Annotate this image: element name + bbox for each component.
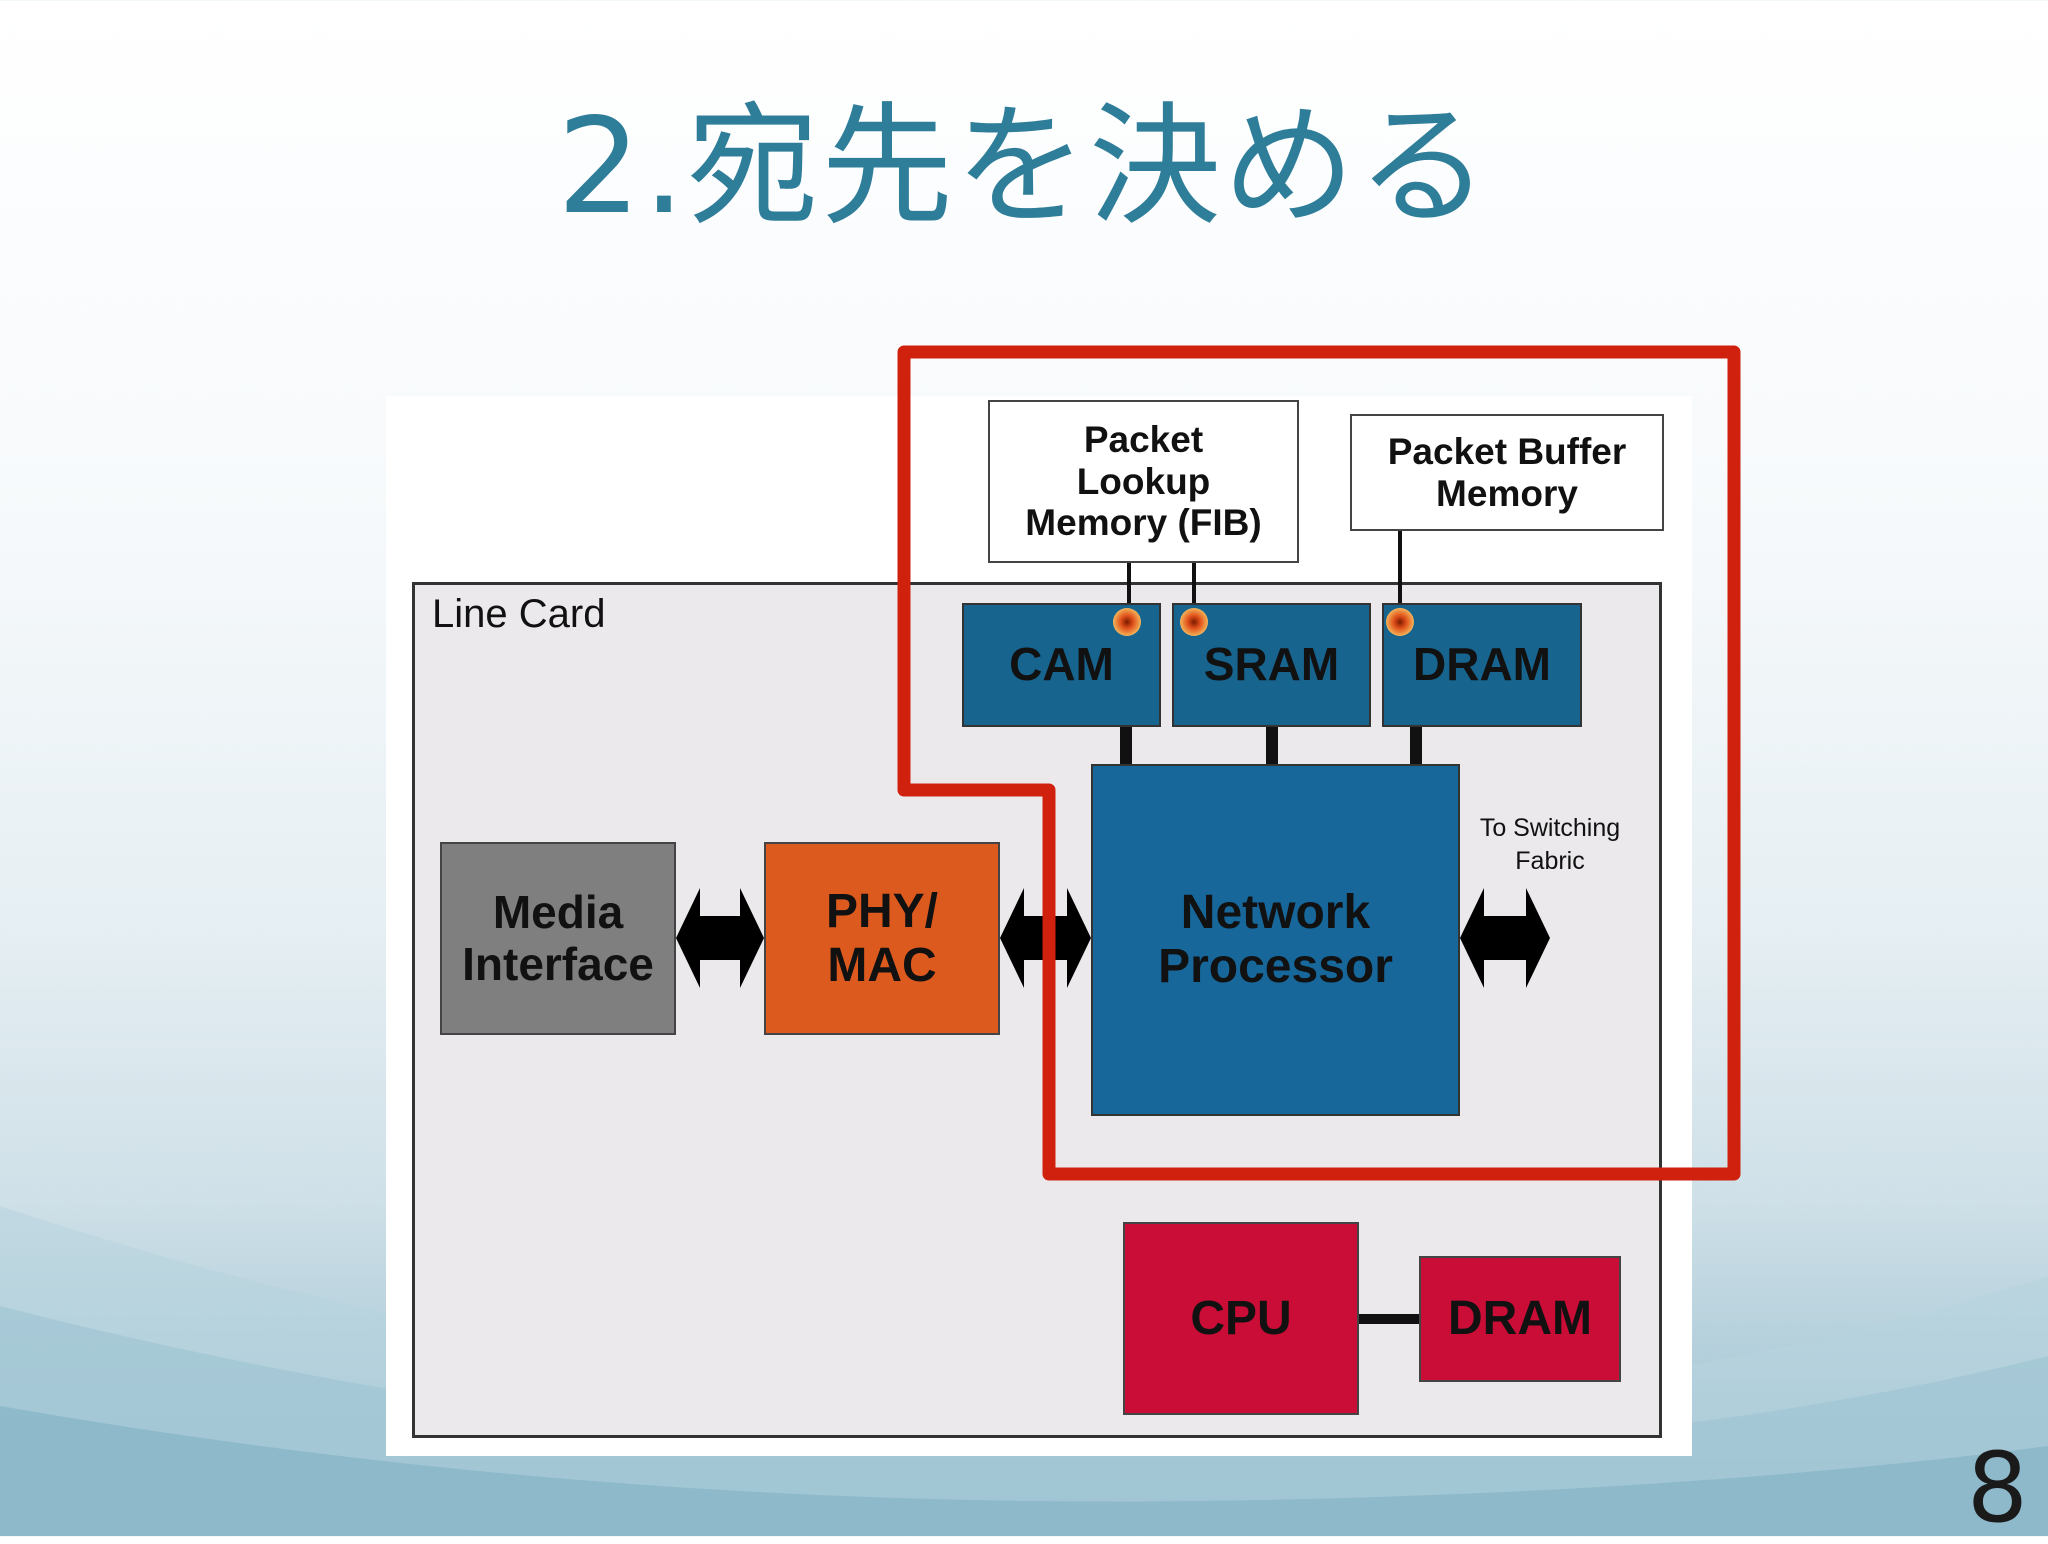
arrow-np-fabric: [1460, 888, 1550, 988]
cpu-box: CPU: [1123, 1222, 1359, 1415]
media-interface-box: Media Interface: [440, 842, 676, 1035]
wire-fib-cam: [1127, 563, 1131, 608]
arrow-media-phy: [676, 888, 764, 988]
phy-mac-box: PHY/ MAC: [764, 842, 1000, 1035]
dram-box-bottom: DRAM: [1419, 1256, 1621, 1382]
wire-sram-np: [1266, 726, 1278, 764]
page-number: 8: [1966, 1432, 2028, 1544]
packet-buffer-memory-box: Packet Buffer Memory: [1350, 414, 1664, 531]
wire-buffer-dram: [1398, 530, 1402, 608]
slide-title: 2.宛先を決める: [557, 90, 1491, 244]
switching-fabric-label: To Switching Fabric: [1479, 814, 1621, 875]
wire-dram-np: [1410, 726, 1422, 764]
connector-dot-dram: [1386, 608, 1414, 636]
dram-chip-top: DRAM: [1382, 603, 1582, 727]
wire-cam-np: [1120, 726, 1132, 764]
connector-dot-cam: [1113, 608, 1141, 636]
wire-cpu-dram: [1358, 1314, 1420, 1324]
packet-lookup-memory-box: Packet Lookup Memory (FIB): [988, 400, 1299, 563]
line-card-label: Line Card: [432, 592, 606, 636]
network-processor-box: Network Processor: [1091, 764, 1460, 1116]
wire-fib-sram: [1192, 563, 1196, 608]
connector-dot-sram: [1180, 608, 1208, 636]
